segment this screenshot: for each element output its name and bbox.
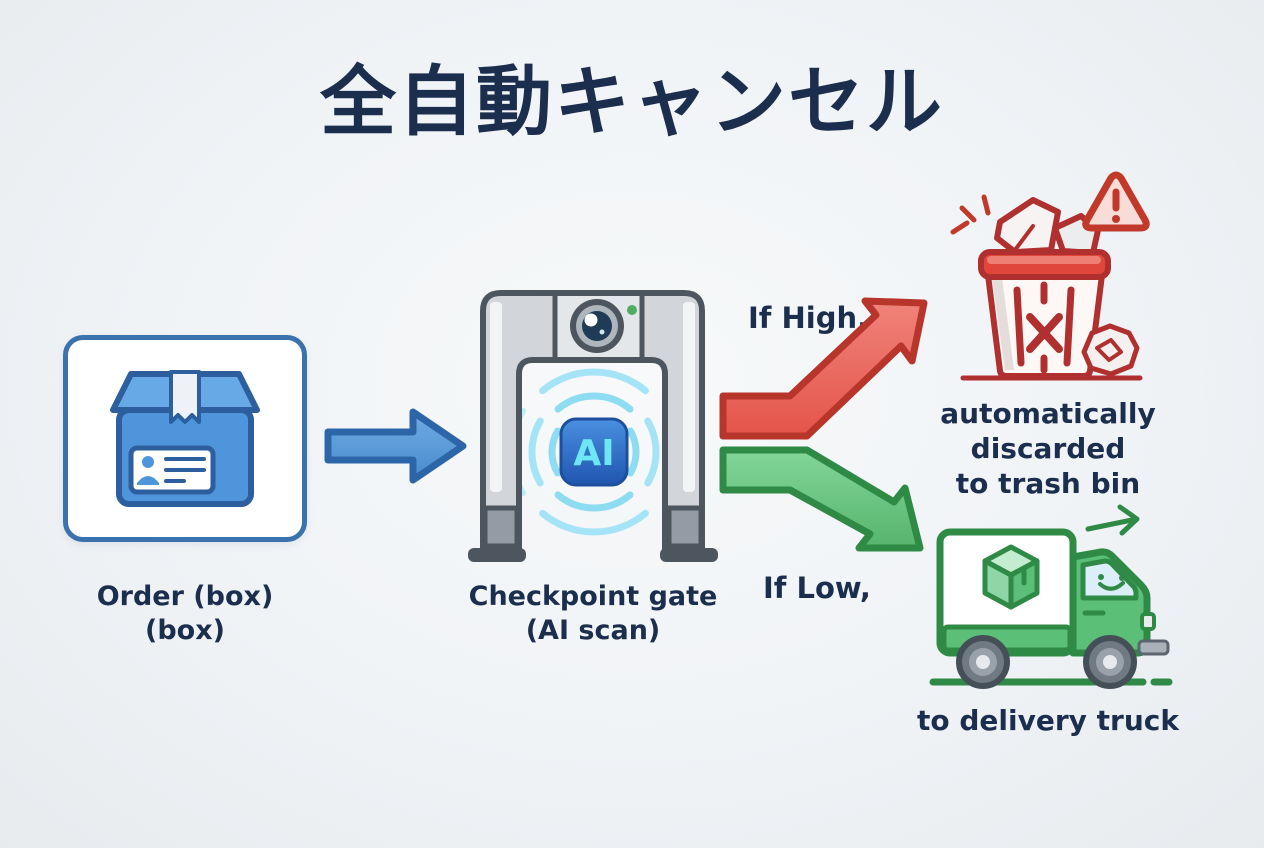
gate-feet	[468, 505, 718, 562]
camera-icon	[570, 299, 624, 353]
if-low-label: If Low,	[763, 571, 871, 605]
label-lines-icon	[164, 456, 206, 483]
down-bent-arrow-icon	[719, 446, 924, 552]
order-box-label-line1: Order (box)	[96, 581, 274, 612]
right-arrow-icon	[324, 408, 467, 484]
trash-bin-icon	[950, 171, 1150, 381]
status-dot-icon	[627, 305, 637, 315]
gate-label-line1: Checkpoint gate	[468, 581, 718, 612]
trash-caption: automatically discarded to trash bin	[870, 396, 1226, 501]
crumpled-paper-icon	[1081, 323, 1140, 377]
page-title: 全自動キャンセル	[320, 57, 944, 146]
package-icon	[110, 369, 260, 507]
sparkle-icon	[950, 194, 991, 235]
warning-icon	[1082, 171, 1150, 232]
delivery-truck-icon	[929, 504, 1173, 689]
cargo-box-icon	[982, 544, 1040, 610]
gate-label-line2: (AI scan)	[525, 615, 661, 646]
smiley-face-icon	[1098, 574, 1125, 591]
order-box-label: Order (box) (box)	[63, 580, 307, 648]
trash-caption-line2: to trash bin	[955, 467, 1141, 500]
ai-chip-icon: AI	[559, 417, 629, 487]
gate-label: Checkpoint gate (AI scan)	[453, 580, 733, 648]
order-box-label-line2: (box)	[145, 615, 225, 646]
wheel-icon	[1083, 635, 1137, 689]
checkpoint-gate-icon: AI	[468, 290, 718, 562]
motion-arrow-icon	[1085, 504, 1140, 536]
cab-window	[1080, 558, 1139, 601]
up-bent-arrow-icon	[719, 297, 928, 440]
wheel-icon	[956, 635, 1010, 689]
ai-chip-text: AI	[573, 433, 614, 474]
order-box-node	[63, 335, 307, 542]
bin-front-marks	[1013, 281, 1075, 374]
bumper	[1137, 639, 1170, 656]
if-high-label: If High,	[748, 301, 869, 335]
truck-caption: to delivery truck	[917, 704, 1179, 737]
person-icon	[137, 455, 159, 485]
trash-caption-line1: automatically discarded	[940, 397, 1156, 465]
